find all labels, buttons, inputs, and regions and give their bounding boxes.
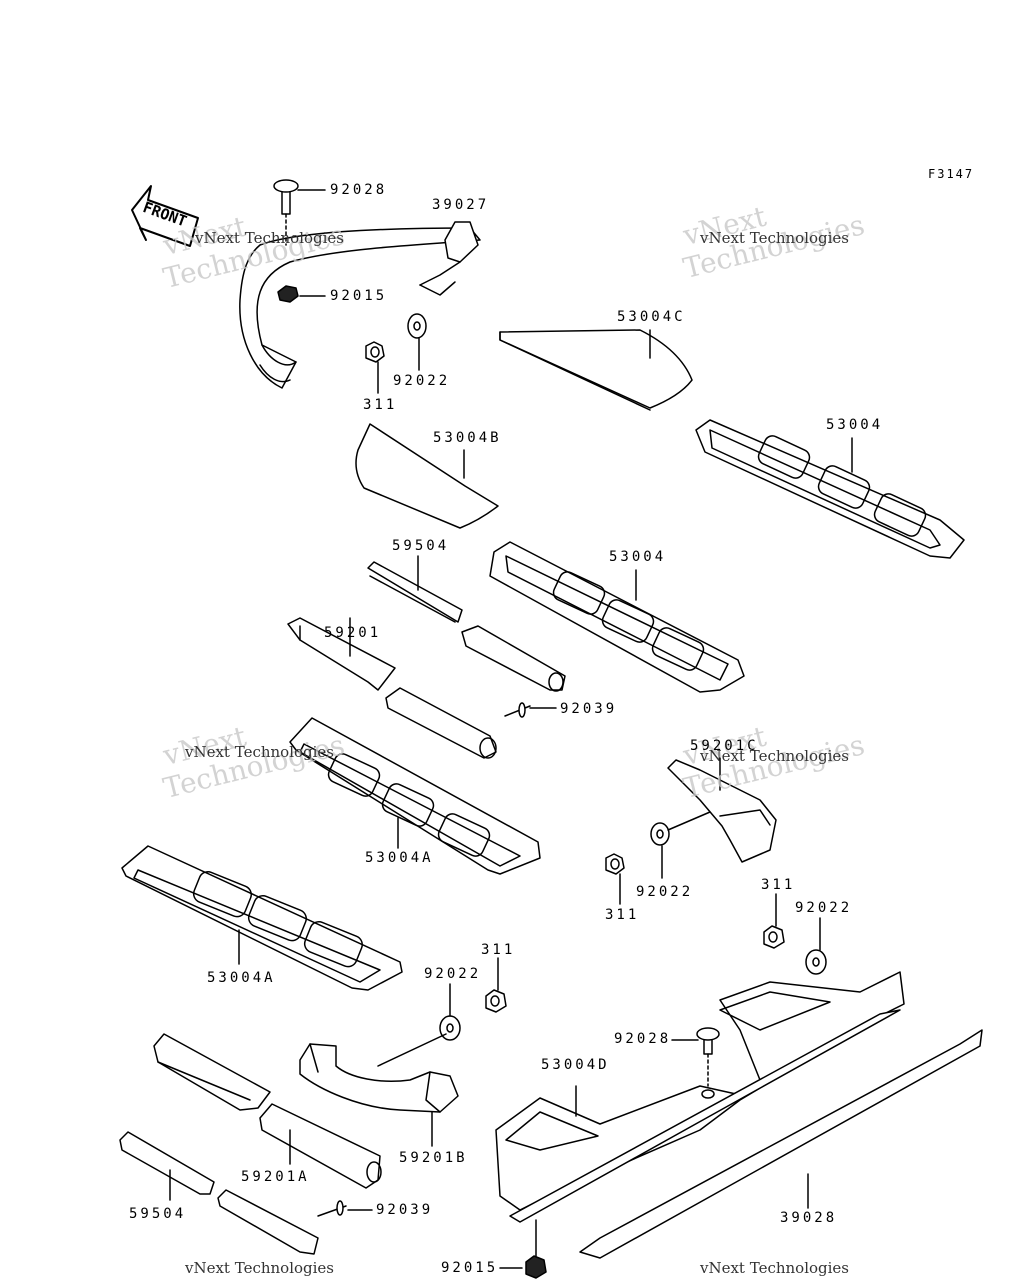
mat-53004C [500,330,692,410]
washer-92022-top-icon [408,314,426,370]
rail-39028 [510,1010,982,1258]
label-92015-top: 92015 [330,288,388,304]
nut-311-low-icon [486,958,506,1012]
label-92022-mid: 92022 [636,884,694,900]
label-53004C: 53004C [617,309,686,325]
tube-59201-left [154,1034,270,1110]
figure-code: F3147 [928,167,975,181]
tube-59504-low [120,1132,318,1254]
bolt-92028-top-icon [274,180,325,245]
nut-311-mid-icon [606,854,624,904]
label-59201A: 59201A [241,1169,310,1185]
rivet-92039-low-icon [318,1201,372,1216]
nut-311-top-icon [366,342,384,393]
label-53004D: 53004D [541,1057,610,1073]
label-59201C: 59201C [690,738,759,754]
label-311-low: 311 [481,942,516,958]
bolt-92028-low-icon [672,1028,719,1086]
label-53004-mid: 53004 [609,549,667,565]
label-53004A-left: 53004A [207,970,276,986]
label-92015-low: 92015 [441,1260,499,1276]
label-92039-low: 92039 [376,1202,434,1218]
front-arrow-icon: FRONT [132,186,198,246]
mat-53004-right [696,420,964,558]
label-92022-top: 92022 [393,373,451,389]
label-92028-low: 92028 [614,1031,672,1047]
label-311-right: 311 [761,877,796,893]
mat-53004-mid [490,542,744,692]
mat-53004A-left [122,846,402,990]
label-92039-top: 92039 [560,701,618,717]
label-59504-low: 59504 [129,1206,187,1222]
bracket-59201C [668,758,776,862]
cover-59201 [288,618,395,690]
grip-handle-39027 [240,222,480,388]
nut-311-right-icon [764,894,784,948]
strip-59504-top [368,556,462,622]
label-311-top: 311 [363,397,398,413]
tube-59201-lower [386,688,496,758]
washer-92022-mid-icon [651,812,710,878]
mat-53004B [356,424,498,528]
label-311-mid: 311 [605,907,640,923]
mat-53004A-mid [290,718,540,874]
washer-92022-right-icon [806,918,826,974]
label-59201B: 59201B [399,1150,468,1166]
washer-92022-low-icon [378,984,460,1066]
label-53004-right: 53004 [826,417,884,433]
rivet-92039-top-icon [505,703,556,717]
label-53004A-mid: 53004A [365,850,434,866]
nut-92015-top-icon [278,286,325,302]
label-92022-low: 92022 [424,966,482,982]
label-92028-top: 92028 [330,182,388,198]
label-53004B: 53004B [433,430,502,446]
label-92022-right: 92022 [795,900,853,916]
label-39027: 39027 [432,197,490,213]
label-59504-top: 59504 [392,538,450,554]
tube-59504-mid [462,626,565,691]
pipe-59201B [300,1044,458,1146]
label-39028: 39028 [780,1210,838,1226]
mat-53004D [496,972,904,1210]
nut-92015-low-icon [500,1220,546,1278]
label-59201: 59201 [324,625,382,641]
tube-59201A [260,1104,381,1188]
